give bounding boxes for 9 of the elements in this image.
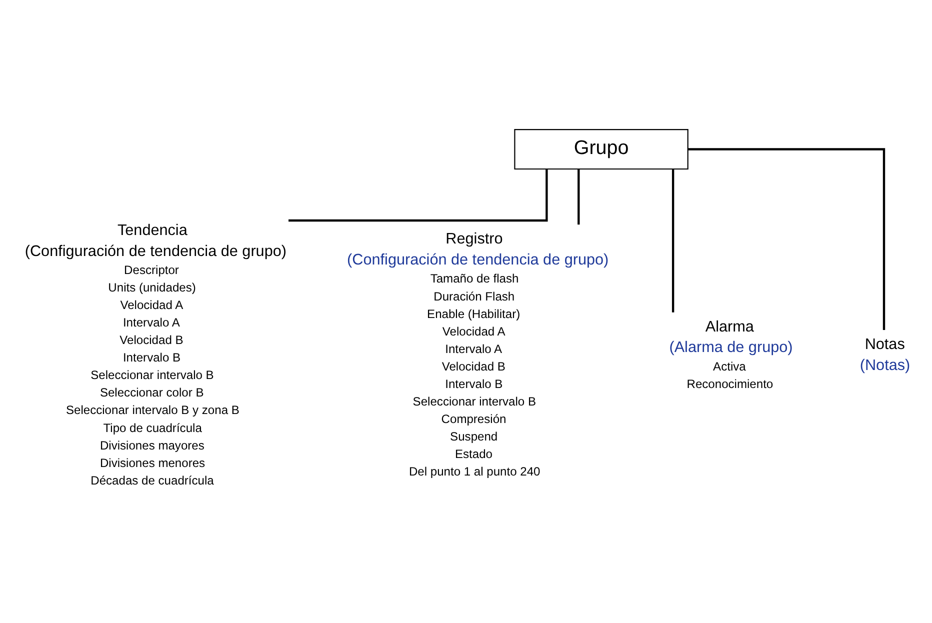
node-box: Grupo: [514, 128, 688, 170]
connector: [671, 168, 674, 312]
node-text: Tendencia (Configuración de tendencia de grupo) Descriptor Units (unidades) Velocidad A Intervalo A Velocidad B Intervalo B Seleccionar intervalo B Seleccionar color B Seleccionar intervalo B y zona B Tipo de cuadrícula Divisiones mayores Divisiones menores Décadas de cuadrícula: [24, 221, 286, 487]
connector: [688, 148, 885, 330]
connector: [288, 168, 548, 222]
node-text: Alarma (Alarma de grupo) Activa Reconocimiento: [668, 318, 792, 390]
node-text: Notas (Notas): [859, 335, 910, 374]
node-text: Registro (Configuración de tendencia de grupo) Tamaño de flash Duración Flash Enable (Habilitar) Velocidad A Intervalo A Velocidad B Intervalo B Seleccionar intervalo B Compresión Suspend Estado Del punto 1 al punto 240: [346, 230, 608, 478]
connector: [577, 168, 580, 224]
